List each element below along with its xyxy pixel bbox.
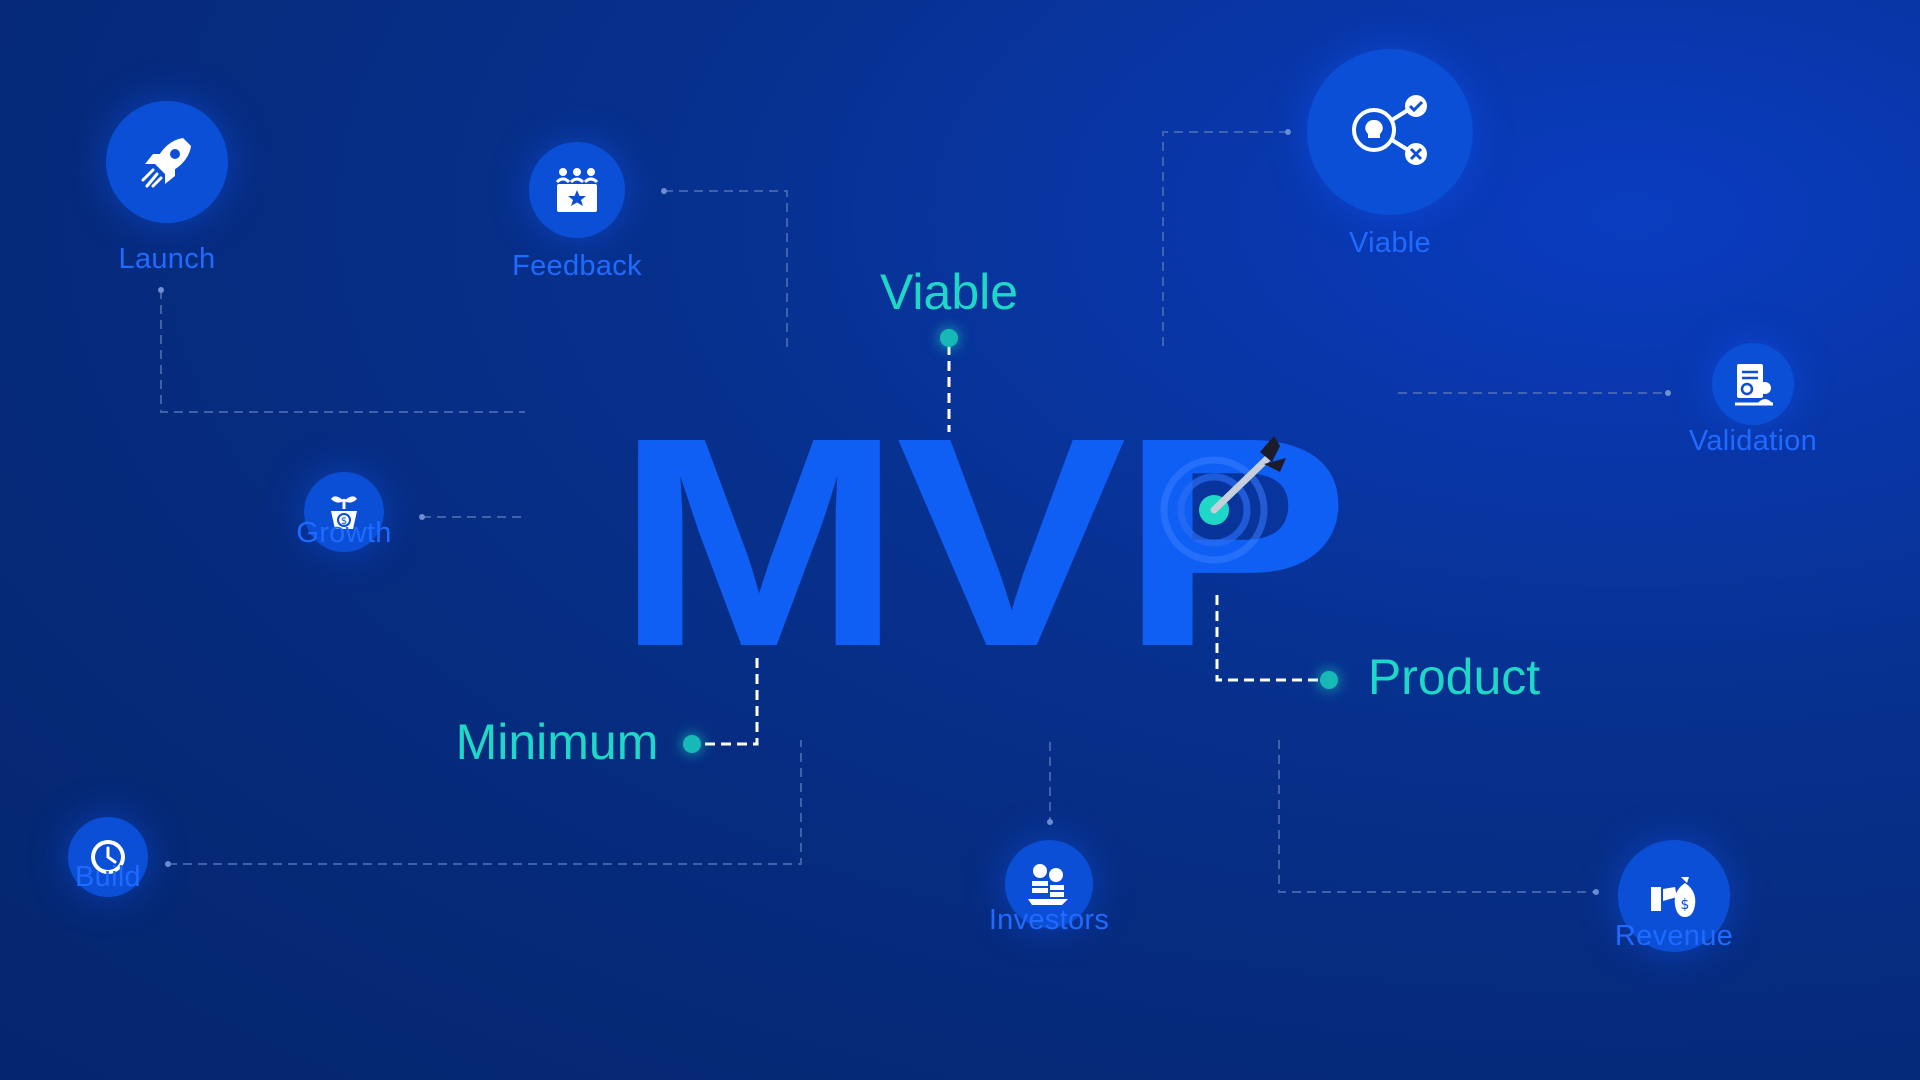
certificate-icon (1735, 364, 1773, 406)
idea-network-icon (1352, 95, 1427, 165)
validation-label: Validation (1688, 425, 1818, 457)
connector-revenue (1278, 740, 1596, 893)
connector-build (168, 740, 802, 865)
connector-feedback (664, 190, 788, 350)
rating-box-icon (555, 168, 599, 212)
word-minimum: Minimum (455, 714, 659, 770)
svg-text:$: $ (1681, 897, 1690, 913)
investors-label: Investors (988, 904, 1110, 936)
node-growth: $ Growth (296, 472, 391, 552)
node-validation: Validation (1689, 343, 1817, 457)
build-label: Build (75, 861, 141, 893)
word-viable: Viable (879, 264, 1019, 320)
word-product: Product (1367, 649, 1541, 705)
node-investors: Investors (989, 840, 1109, 936)
node-revenue: $ Revenue (1614, 840, 1734, 952)
investors-circle (1005, 840, 1093, 928)
word-viable-dot (940, 329, 958, 347)
feedback-label: Feedback (512, 250, 642, 282)
money-bag-hand-icon: $ (1651, 877, 1696, 917)
launch-circle (106, 101, 228, 223)
node-viable: Viable (1307, 49, 1473, 259)
node-build: Build (68, 817, 148, 897)
revenue-circle: $ (1618, 840, 1730, 952)
feedback-circle (529, 142, 625, 238)
viable-label: Viable (1349, 227, 1431, 259)
build-circle (68, 817, 148, 897)
launch-label: Launch (118, 243, 216, 275)
connector-viable (1162, 131, 1288, 352)
connector-launch (160, 290, 525, 413)
validation-circle (1712, 343, 1794, 425)
word-minimum-dot (683, 735, 701, 753)
node-feedback: Feedback (512, 142, 642, 282)
connector-word-minimum (705, 658, 759, 746)
clock-icon (91, 840, 125, 874)
revenue-label: Revenue (1614, 920, 1734, 952)
connector-word-product (1215, 595, 1320, 682)
word-product-dot (1320, 671, 1338, 689)
svg-text:$: $ (341, 516, 347, 527)
node-launch: Launch (106, 101, 228, 275)
coin-stack-icon (1028, 864, 1068, 905)
money-plant-icon: $ (331, 496, 357, 529)
viable-circle (1307, 49, 1473, 215)
growth-label: Growth (296, 517, 392, 549)
target-arrow-icon (1160, 436, 1286, 564)
rocket-icon (141, 138, 191, 188)
growth-circle: $ (304, 472, 384, 552)
